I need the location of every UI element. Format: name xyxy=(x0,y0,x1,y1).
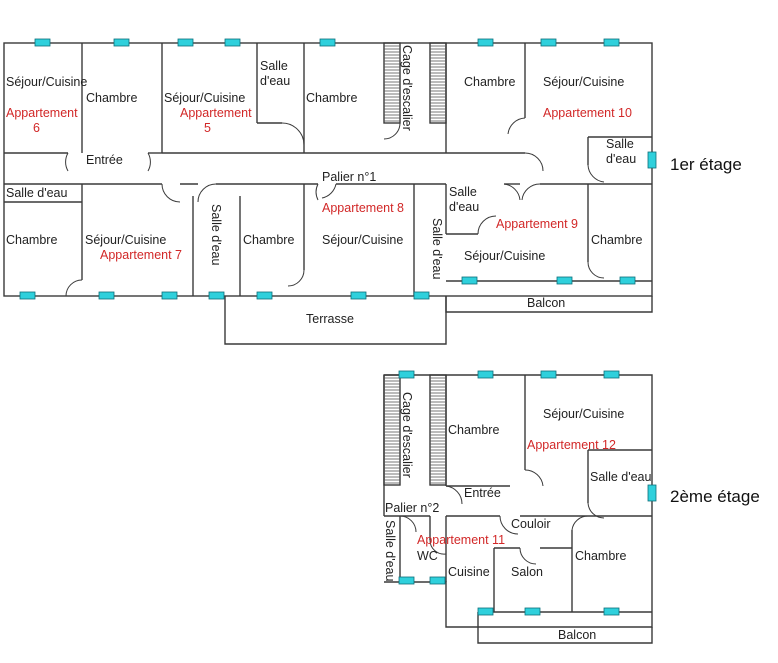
window xyxy=(208,291,225,300)
floor1-walls xyxy=(3,42,653,345)
balcony-label: Balcon xyxy=(558,628,596,642)
room-label: Séjour/Cuisine xyxy=(164,91,245,105)
room-label: Salle d'eau xyxy=(383,520,397,582)
window xyxy=(350,291,367,300)
room-label: Chambre xyxy=(448,423,499,437)
room-label: Séjour/Cuisine xyxy=(464,249,545,263)
window xyxy=(461,276,478,285)
apartment-label: Appartement 10 xyxy=(543,106,632,120)
window xyxy=(647,151,657,169)
terrace-label: Terrasse xyxy=(306,312,354,326)
window xyxy=(540,38,557,47)
room-label: Entrée xyxy=(464,486,501,500)
window xyxy=(524,607,541,616)
room-label: Couloir xyxy=(511,517,551,531)
window xyxy=(98,291,115,300)
window xyxy=(413,291,430,300)
floor2-doors xyxy=(399,469,605,565)
stairs-label: Cage d'escalier xyxy=(400,45,414,131)
stairs-label: Cage d'escalier xyxy=(400,392,414,478)
window xyxy=(619,276,636,285)
room-label: Chambre xyxy=(575,549,626,563)
landing-label: Palier n°2 xyxy=(385,501,439,515)
apartment-label: 5 xyxy=(204,121,211,135)
floor2-labels: Cage d'escalier Chambre Séjour/Cuisine A… xyxy=(383,392,760,642)
apartment-label: Appartement 11 xyxy=(417,533,505,547)
room-label: Séjour/Cuisine xyxy=(85,233,166,247)
room-label: d'eau xyxy=(606,152,636,166)
window xyxy=(224,38,241,47)
room-label: Séjour/Cuisine xyxy=(543,75,624,89)
room-label: Cuisine xyxy=(448,565,490,579)
window xyxy=(161,291,178,300)
floor2-windows xyxy=(398,370,657,616)
apartment-label: Appartement 12 xyxy=(527,438,616,452)
room-label: Chambre xyxy=(86,91,137,105)
room-label: Salle d'eau xyxy=(209,204,223,266)
floor1-stairs xyxy=(383,42,447,124)
apartment-label: Appartement 7 xyxy=(100,248,182,262)
window xyxy=(477,370,494,379)
room-label: Séjour/Cuisine xyxy=(6,75,87,89)
room-label: Séjour/Cuisine xyxy=(322,233,403,247)
room-label: Chambre xyxy=(243,233,294,247)
window xyxy=(319,38,336,47)
window xyxy=(556,276,573,285)
room-label: Séjour/Cuisine xyxy=(543,407,624,421)
apartment-label: Appartement 9 xyxy=(496,217,578,231)
apartment-label: Appartement 8 xyxy=(322,201,404,215)
landing-label: Palier n°1 xyxy=(322,170,376,184)
window xyxy=(477,38,494,47)
room-label: WC xyxy=(417,549,438,563)
window xyxy=(19,291,36,300)
room-label: Salon xyxy=(511,565,543,579)
apartment-label: Appartement xyxy=(180,106,252,120)
room-label: Salle d'eau xyxy=(590,470,652,484)
window xyxy=(603,38,620,47)
window xyxy=(256,291,273,300)
window xyxy=(398,576,415,585)
room-label: Salle xyxy=(449,185,477,199)
window xyxy=(603,370,620,379)
balcony-label: Balcon xyxy=(527,296,565,310)
room-label: Chambre xyxy=(306,91,357,105)
room-label: Salle d'eau xyxy=(430,218,444,280)
window xyxy=(177,38,194,47)
apartment-label: 6 xyxy=(33,121,40,135)
window xyxy=(34,38,51,47)
window xyxy=(429,576,446,585)
floor1-doors xyxy=(65,117,605,297)
floor2-stairs xyxy=(383,374,447,486)
room-label: Chambre xyxy=(6,233,57,247)
window xyxy=(398,370,415,379)
apartment-label: Appartement xyxy=(6,106,78,120)
window xyxy=(647,484,657,502)
room-label: Chambre xyxy=(464,75,515,89)
window xyxy=(540,370,557,379)
window xyxy=(603,607,620,616)
floor1-windows xyxy=(19,38,657,300)
window xyxy=(113,38,130,47)
floor1-labels: Séjour/Cuisine Appartement 6 Chambre Ent… xyxy=(6,45,742,326)
room-label: Salle xyxy=(606,137,634,151)
room-label: Salle d'eau xyxy=(6,186,68,200)
floor-label: 1er étage xyxy=(670,155,742,174)
room-label: Entrée xyxy=(86,153,123,167)
room-label: d'eau xyxy=(449,200,479,214)
room-label: Salle xyxy=(260,59,288,73)
window xyxy=(477,607,494,616)
room-label: Chambre xyxy=(591,233,642,247)
floor-label: 2ème étage xyxy=(670,487,760,506)
room-label: d'eau xyxy=(260,74,290,88)
